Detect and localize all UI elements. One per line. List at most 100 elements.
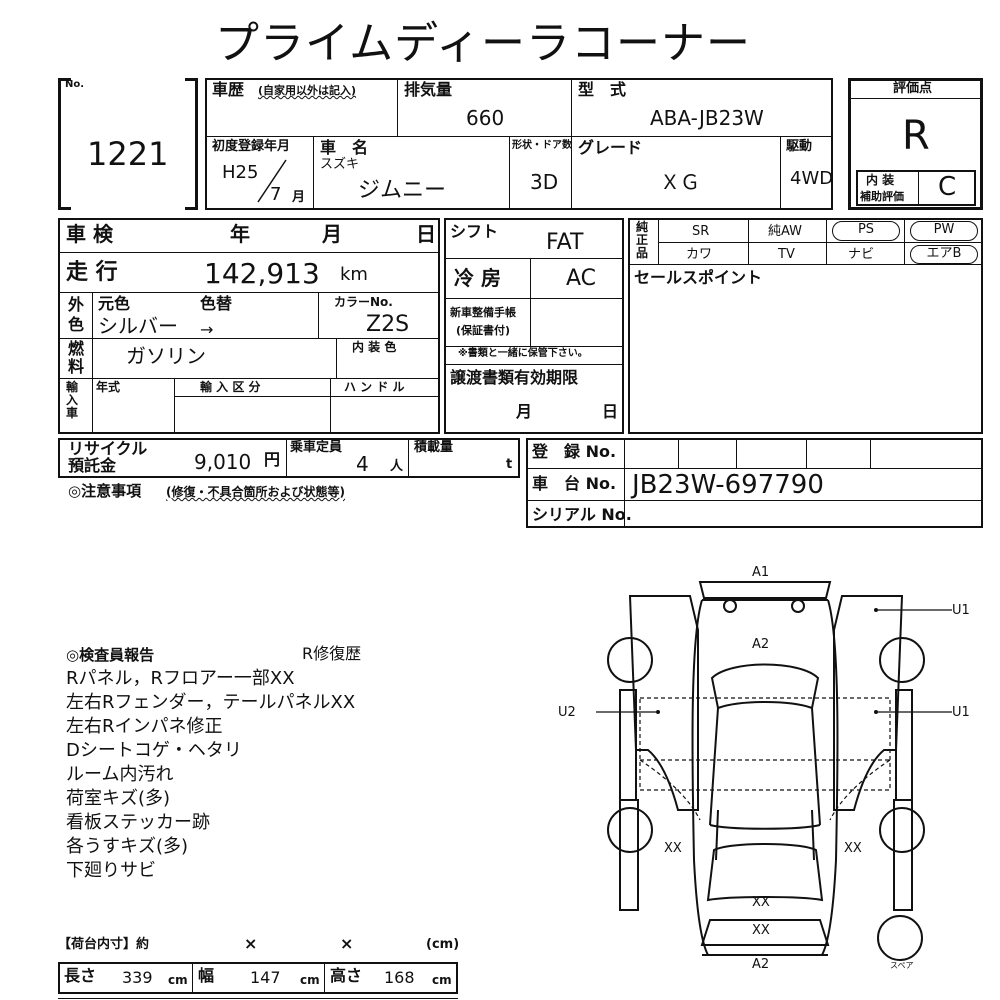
- report-line: ルーム内汚れ: [66, 764, 174, 785]
- equipment-block: [628, 218, 983, 434]
- caution-note: (修復・不具合箇所および状態等): [166, 485, 345, 499]
- service-book-note: ※書類と一緒に保管下さい。: [458, 348, 588, 359]
- grade-label: グレード: [578, 138, 643, 157]
- load-unit: t: [506, 457, 513, 472]
- transfer-docs-month: 月: [516, 402, 533, 421]
- shift-block: [444, 218, 624, 434]
- diagram-label-xx-rear-1: XX: [752, 895, 770, 910]
- original-color-value: シルバー: [98, 314, 178, 338]
- equipment-navi: ナビ: [848, 247, 875, 262]
- score-box: [848, 78, 983, 210]
- registration-label: 登 録 No.: [532, 442, 617, 461]
- car-maker: スズキ: [320, 157, 360, 172]
- transfer-docs-day: 日: [602, 402, 619, 421]
- cargo-unit-paren: (cm): [426, 937, 460, 952]
- chassis-label: 車 台 No.: [532, 474, 617, 493]
- mileage-unit: km: [340, 264, 368, 285]
- capacity-label: 乗車定員: [290, 440, 343, 455]
- equipment-leather: カワ: [686, 247, 713, 262]
- import-type-label: 輸 入 区 分: [200, 380, 261, 394]
- import-car-label: 輸入車: [66, 380, 79, 420]
- auxiliary-score-label: 補助評価: [860, 190, 904, 203]
- diagram-label-a2-front: A2: [752, 637, 770, 652]
- shift-value: FAT: [546, 230, 584, 255]
- equipment-power-steering: PS: [832, 221, 900, 241]
- cargo-length-value: 339: [122, 968, 153, 987]
- report-line: Dシートコゲ・ヘタリ: [66, 740, 242, 761]
- diagram-label-xx-rear-2: XX: [752, 923, 770, 938]
- chassis-number: JB23W-697790: [632, 470, 824, 500]
- diagram-label-a2-rear: A2: [752, 957, 770, 972]
- capacity-value: 4: [356, 452, 369, 476]
- color-change-label: 色替: [200, 294, 233, 313]
- spare-tire-label: スペア: [890, 961, 914, 970]
- registration-block: [526, 438, 983, 528]
- color-arrow: →: [200, 320, 214, 339]
- ac-value: AC: [566, 266, 597, 291]
- mileage-label: 走 行: [66, 260, 118, 285]
- doors-value: 3D: [530, 170, 559, 194]
- report-line: 荷室キズ(多): [66, 788, 171, 809]
- cargo-height-label: 高さ: [330, 966, 363, 985]
- inspection-year: 年: [230, 222, 250, 246]
- inspection-month: 月: [322, 222, 342, 246]
- report-line: 下廻りサビ: [66, 860, 156, 881]
- diagram-label-u1-front: U1: [952, 603, 970, 618]
- cargo-length-unit: cm: [168, 973, 188, 987]
- page-title: プライムディーラコーナー: [215, 18, 752, 69]
- handle-label: ハ ン ド ル: [344, 380, 405, 394]
- cargo-width-unit: cm: [300, 973, 320, 987]
- drive-value: 4WD: [790, 168, 834, 189]
- recycle-label-1: リサイクル: [68, 439, 148, 458]
- recycle-block: [58, 438, 520, 478]
- vehicle-info-grid: [205, 78, 833, 210]
- ac-label: 冷 房: [454, 266, 501, 290]
- first-registration-month: 7: [270, 184, 282, 205]
- fuel-value: ガソリン: [126, 344, 206, 368]
- diagram-label-xx-right: XX: [844, 841, 862, 856]
- fuel-label-2: 料: [68, 357, 85, 376]
- inspection-day: 日: [416, 222, 436, 246]
- score-value: R: [902, 113, 930, 159]
- inspector-report-title: ◎検査員報告: [66, 646, 155, 664]
- interior-score-value: C: [938, 172, 957, 202]
- cargo-dimensions-box: [58, 962, 458, 994]
- inspection-block: [58, 218, 440, 434]
- repair-history-flag: R修復歴: [302, 644, 362, 663]
- interior-label: 内 装: [866, 173, 895, 187]
- report-line: 左右Rフェンダー，テールパネルXX: [66, 692, 356, 713]
- equipment-power-window: PW: [910, 221, 978, 241]
- cargo-times-2: ×: [340, 934, 354, 953]
- shift-label: シフト: [450, 222, 499, 241]
- score-label: 評価点: [893, 81, 933, 96]
- model-value: ABA-JB23W: [650, 106, 764, 130]
- diagram-label-xx-left: XX: [664, 841, 682, 856]
- recycle-value: 9,010: [194, 450, 252, 474]
- warranty-label: (保証書付): [456, 324, 511, 337]
- grade-value: ＸＧ: [660, 170, 700, 194]
- genuine-equipment-label: 純正品: [636, 220, 649, 260]
- caution-label: ◎注意事項: [68, 482, 142, 500]
- serial-label: シリアル No.: [532, 505, 632, 524]
- lot-number-box: No. 1221: [58, 78, 198, 210]
- equipment-tv: TV: [778, 247, 795, 262]
- sales-point-label: セールスポイント: [634, 268, 763, 287]
- report-line: Rパネル，Rフロアー一部XX: [66, 668, 295, 689]
- color-code-label: カラーNo.: [334, 295, 393, 309]
- first-registration-era: H25: [222, 162, 259, 183]
- exterior-color-label-1: 外: [68, 295, 85, 314]
- diagram-label-u2: U2: [558, 705, 576, 720]
- equipment-alloy-wheel: 純AW: [768, 224, 803, 239]
- fuel-label-1: 燃: [68, 339, 85, 358]
- first-registration-label: 初度登録年月: [212, 139, 291, 154]
- diagram-label-u1-side: U1: [952, 705, 970, 720]
- original-color-label: 元色: [98, 294, 131, 313]
- date-slash: [257, 159, 287, 203]
- report-line: 看板ステッカー跡: [66, 812, 210, 833]
- mileage-value: 142,913: [204, 257, 320, 290]
- service-book-label: 新車整備手帳: [450, 306, 516, 319]
- load-label: 積載量: [414, 440, 454, 455]
- diagram-label-a1: A1: [752, 565, 770, 580]
- drive-label: 駆動: [786, 139, 813, 154]
- history-note: (自家用以外は記入): [258, 84, 357, 97]
